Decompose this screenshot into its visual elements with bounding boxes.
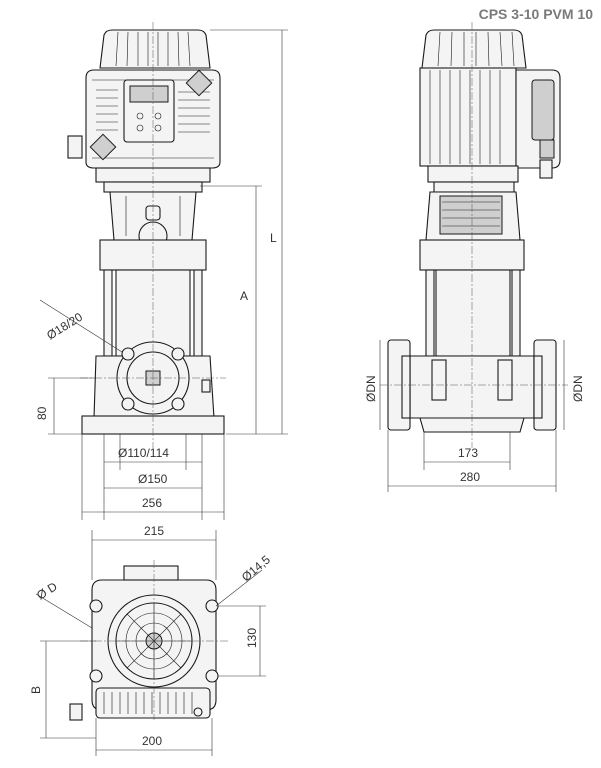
drawing-title: CPS 3-10 PVM 10 [478, 6, 593, 22]
label-173: 173 [458, 446, 478, 460]
label-dn-left: ØDN [364, 375, 378, 402]
label-110-114: Ø110/114 [118, 446, 169, 460]
side-view [379, 22, 568, 492]
label-14-5: Ø14,5 [239, 552, 273, 584]
label-D: Ø D [34, 579, 60, 602]
front-view [39, 22, 288, 520]
label-A: A [240, 289, 248, 303]
label-200: 200 [142, 734, 162, 748]
label-215: 215 [144, 524, 164, 538]
label-B: B [29, 686, 43, 694]
top-view [35, 530, 266, 756]
label-L: L [270, 231, 277, 245]
label-256: 256 [142, 496, 162, 510]
label-flange-hole: Ø18/20 [44, 310, 85, 343]
label-130: 130 [245, 628, 259, 648]
label-80: 80 [35, 406, 49, 420]
label-280: 280 [460, 470, 480, 484]
label-150: Ø150 [138, 472, 168, 486]
label-dn-right: ØDN [571, 375, 585, 402]
